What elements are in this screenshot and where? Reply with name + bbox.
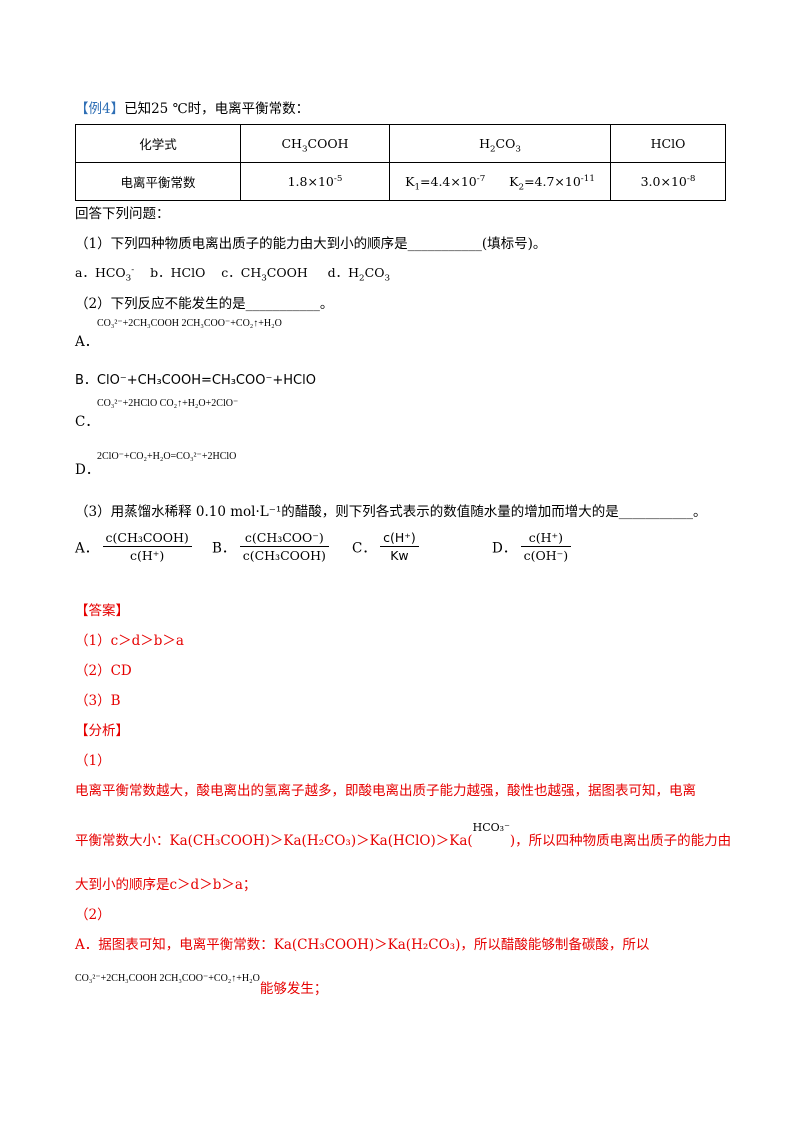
question-2: （2）下列反应不能发生的是___________。	[75, 296, 334, 312]
question-3-option-b: B． c(CH₃COO⁻)c(CH₃COOH)	[212, 530, 329, 563]
question-3-option-a: A． c(CH₃COOH)c(H⁺)	[75, 530, 192, 563]
table-value-ch3cooh: 1.8×10-5	[240, 162, 390, 201]
answer-2: （2）CD	[75, 663, 132, 679]
answer-3: （3）B	[75, 693, 121, 709]
table-value-row: 电离平衡常数 1.8×10-5 K1=4.4×10-7 K2=4.7×10-11…	[75, 162, 726, 201]
answer-header: 【答案】	[75, 603, 129, 619]
analysis-part-2-equation: CO₃²⁻+2CH₃COOH 2CH₃COO⁻+CO₂↑+H₂O	[75, 973, 260, 984]
table-header-row: 化学式 CH3COOH H2CO3 HClO	[75, 124, 726, 163]
analysis-part-1-label: （1）	[75, 753, 111, 769]
analysis-part-1-line-2: 平衡常数大小：Ka(CH₃COOH)＞Ka(H₂CO₃)＞Ka(HClO)＞Ka…	[75, 821, 732, 849]
answer-1: （1）c＞d＞b＞a	[75, 633, 184, 649]
table-header-h2co3: H2CO3	[389, 124, 611, 163]
question-3-option-c: C． c(H⁺)Kw	[352, 530, 419, 563]
example-tag: 【例4】	[75, 101, 125, 117]
question-3: （3）用蒸馏水稀释 0.10 mol·L⁻¹的醋酸，则下列各式表示的数值随水量的…	[75, 504, 707, 520]
table-header-ch3cooh: CH3COOH	[240, 124, 390, 163]
question-2-option-c-equation: CO₃²⁻+2HClO CO₂↑+H₂O+2ClO⁻	[97, 398, 239, 409]
question-2-option-d-equation: 2ClO⁻+CO₂+H₂O=CO₃²⁻+2HClO	[97, 451, 237, 462]
example-intro: 已知25 ℃时，电离平衡常数：	[124, 101, 310, 117]
hco3-ion: HCO₃⁻	[472, 821, 510, 834]
question-2-option-a-equation: CO₃²⁻+2CH₃COOH 2CH₃COO⁻+CO₂↑+H₂O	[97, 318, 282, 329]
ionization-constant-table: 化学式 CH3COOH H2CO3 HClO 电离平衡常数 1.8×10-5 K…	[75, 124, 726, 201]
question-1: （1）下列四种物质电离出质子的能力由大到小的顺序是___________(填标号…	[75, 236, 547, 252]
analysis-part-1-line-3: 大到小的顺序是c＞d＞b＞a；	[75, 877, 257, 893]
question-1-options: a．HCO3- b．HClO c．CH3COOH d．H2CO3	[75, 264, 391, 284]
question-2-option-c-label: C．	[75, 414, 99, 430]
fraction-c: c(H⁺)Kw	[380, 530, 419, 563]
table-value-h2co3: K1=4.4×10-7 K2=4.7×10-11	[389, 162, 611, 201]
analysis-part-2-line-1: A．据图表可知，电离平衡常数：Ka(CH₃COOH)＞Ka(H₂CO₃)，所以醋…	[75, 937, 650, 953]
fraction-b: c(CH₃COO⁻)c(CH₃COOH)	[239, 530, 329, 563]
question-2-option-a-label: A．	[75, 334, 99, 350]
fraction-a: c(CH₃COOH)c(H⁺)	[102, 530, 192, 563]
table-header-formula: 化学式	[75, 124, 241, 163]
table-row-label: 电离平衡常数	[75, 162, 241, 201]
table-value-hclo: 3.0×10-8	[610, 162, 726, 201]
question-3-option-d: D． c(H⁺)c(OH⁻)	[492, 530, 572, 563]
analysis-header: 【分析】	[75, 723, 129, 739]
table-header-hclo: HClO	[610, 124, 726, 163]
example-heading: 【例4】已知25 ℃时，电离平衡常数：	[75, 97, 309, 117]
analysis-part-2-equation-line: CO₃²⁻+2CH₃COOH 2CH₃COO⁻+CO₂↑+H₂O能够发生；	[75, 973, 328, 997]
fraction-d: c(H⁺)c(OH⁻)	[520, 530, 572, 563]
question-2-option-d-label: D．	[75, 462, 100, 478]
analysis-part-2-label: （2）	[75, 907, 111, 923]
answer-prompt: 回答下列问题：	[75, 206, 170, 222]
analysis-part-1-line-1: 电离平衡常数越大，酸电离出的氢离子越多，即酸电离出质子能力越强，酸性也越强，据图…	[75, 783, 696, 799]
question-2-option-b: B．ClO⁻+CH₃COOH=CH₃COO⁻+HClO	[75, 373, 316, 388]
